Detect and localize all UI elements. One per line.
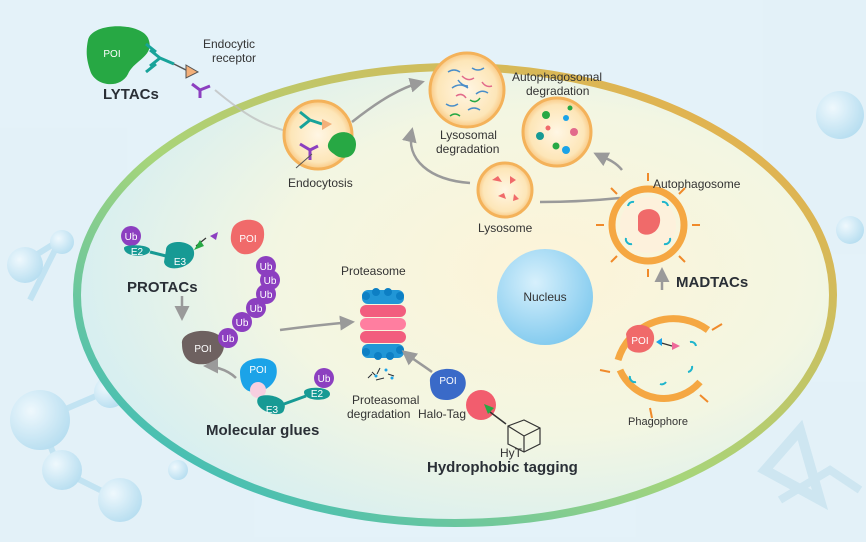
ub-chain-5: Ub — [264, 276, 277, 287]
arrow-to-proteasome — [279, 315, 355, 332]
ubiquitinated-poi: POI Ub Ub Ub Ub Ub Ub — [181, 256, 280, 365]
poi-label: POI — [103, 49, 120, 60]
autophagosome: Autophagosome — [593, 152, 741, 277]
endocytic-receptor-icon — [191, 82, 211, 98]
lytacs-group: POI LYTACs Endocytic receptor — [86, 26, 256, 103]
endocytosis-label: Endocytosis — [288, 176, 353, 190]
poi-gray-label: POI — [194, 344, 211, 355]
molecular-glues-group: POI E3 E2 Ub Molecular glues — [203, 358, 334, 439]
autophagosomal-label-2: degradation — [526, 84, 589, 98]
autophagosomal-degradation: Autophagosomal degradation — [512, 70, 602, 168]
proteasome-label: Proteasome — [341, 264, 406, 278]
hyt-label: HyT — [500, 446, 523, 460]
ub-chain-4: Ub — [260, 290, 273, 301]
ligand-triangle — [185, 64, 200, 79]
antibody-icon — [145, 42, 175, 74]
endocytosis-vesicle: Endocytosis — [214, 89, 356, 190]
endocytic-label-2: receptor — [212, 51, 256, 65]
halo-tag-label: Halo-Tag — [418, 407, 466, 421]
proteasomal-label-2: degradation — [347, 407, 410, 421]
linker — [173, 63, 187, 71]
hydrophobic-tagging-group: POI Halo-Tag HyT Hydrophobic tagging — [401, 350, 578, 476]
arrow-to-lysosomal — [351, 77, 425, 123]
ub-chain-6: Ub — [260, 262, 273, 273]
lytacs-title: LYTACs — [103, 86, 159, 103]
ub-chain-1: Ub — [222, 334, 235, 345]
protacs-group: Ub E2 E3 POI PROTACs — [121, 219, 265, 321]
poi-protacs-label: POI — [239, 234, 256, 245]
adamantane-icon — [507, 419, 541, 453]
ub-label: Ub — [125, 232, 138, 243]
phagophore-outer — [614, 315, 711, 362]
phagophore-label: Phagophore — [628, 416, 688, 428]
hydrophobic-tagging-title: Hydrophobic tagging — [427, 459, 578, 476]
proteasome: Proteasome Proteasomal degradation — [341, 264, 419, 421]
lysosome: Lysosome — [401, 127, 621, 235]
poi-green-blob — [86, 26, 150, 85]
e3-glue-label: E3 — [266, 405, 279, 416]
lysosomal-label-2: degradation — [436, 142, 499, 156]
ub-chain-3: Ub — [250, 304, 263, 315]
madtacs-title: MADTACs — [676, 274, 748, 291]
autophagosomal-label-1: Autophagosomal — [512, 70, 602, 84]
lysosomal-label-1: Lysosomal — [440, 128, 497, 142]
poi-madtacs-label: POI — [631, 336, 648, 347]
nucleus: Nucleus — [497, 249, 593, 345]
e2-glue-label: E2 — [311, 389, 324, 400]
autophagosome-label: Autophagosome — [653, 177, 741, 191]
protacs-title: PROTACs — [127, 279, 198, 296]
madtacs-group: MADTACs POI Phagophore — [599, 267, 748, 428]
lysosome-label: Lysosome — [478, 221, 533, 235]
e2-label: E2 — [131, 247, 144, 258]
nucleus-label: Nucleus — [523, 290, 566, 304]
proteasomal-label-1: Proteasomal — [352, 393, 419, 407]
lysosomal-degradation: Lysosomal degradation — [428, 51, 506, 156]
e3-label: E3 — [174, 257, 187, 268]
poi-navy-label: POI — [439, 376, 456, 387]
endocytic-label-1: Endocytic — [203, 37, 255, 51]
molecular-glues-title: Molecular glues — [206, 422, 319, 439]
ub-chain-2: Ub — [236, 318, 249, 329]
poi-blue-label: POI — [249, 365, 266, 376]
ub-glue-label: Ub — [318, 374, 331, 385]
